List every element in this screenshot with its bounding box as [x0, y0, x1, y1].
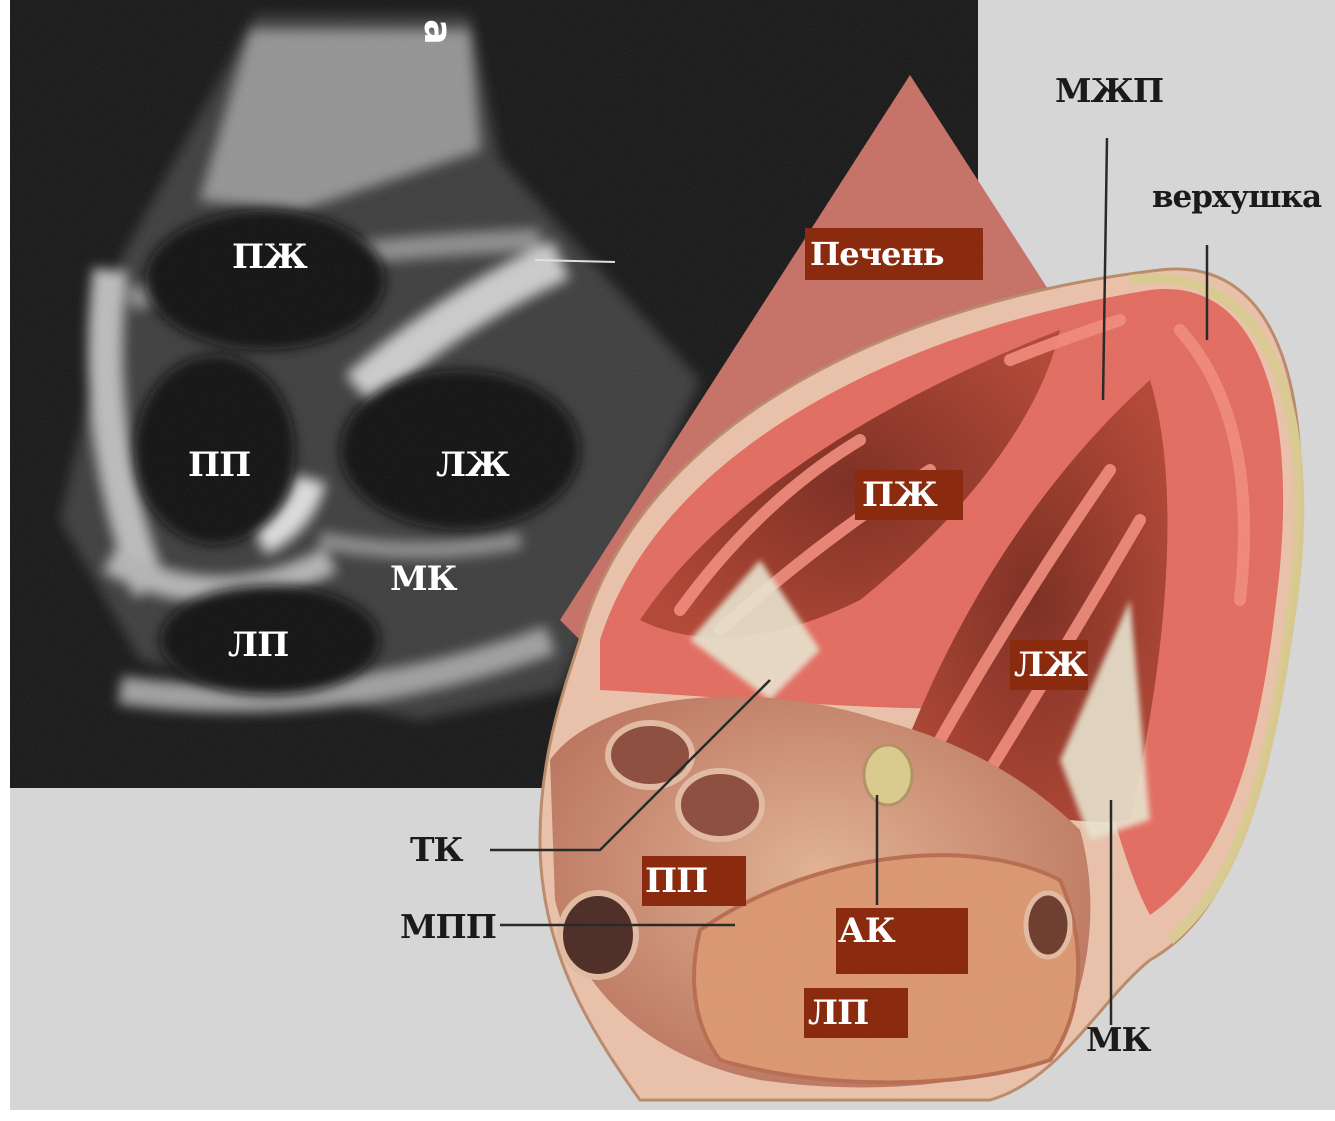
anatomy-label-lv: ЛЖ [1014, 648, 1087, 682]
anatomy-label-av: АК [838, 914, 895, 948]
callout-mv: МК [1086, 1023, 1151, 1056]
anatomy-label-ra: ПП [645, 864, 707, 898]
callout-ivs: МЖП [1055, 74, 1163, 107]
us-label-mv: МК [390, 562, 457, 596]
ultrasound-corner-mark: a [416, 19, 460, 45]
us-label-lv: ЛЖ [436, 448, 509, 482]
anatomy-label-rv: ПЖ [862, 478, 937, 512]
callout-apex: верхушка [1152, 182, 1321, 213]
liver-label: Печень [810, 238, 944, 270]
callout-ias: МПП [400, 910, 496, 943]
us-label-rv: ПЖ [232, 240, 307, 274]
callout-tv: ТК [410, 833, 463, 866]
us-label-ra: ПП [188, 448, 250, 482]
us-label-la: ЛП [228, 628, 288, 662]
anatomy-label-la: ЛП [808, 996, 868, 1030]
